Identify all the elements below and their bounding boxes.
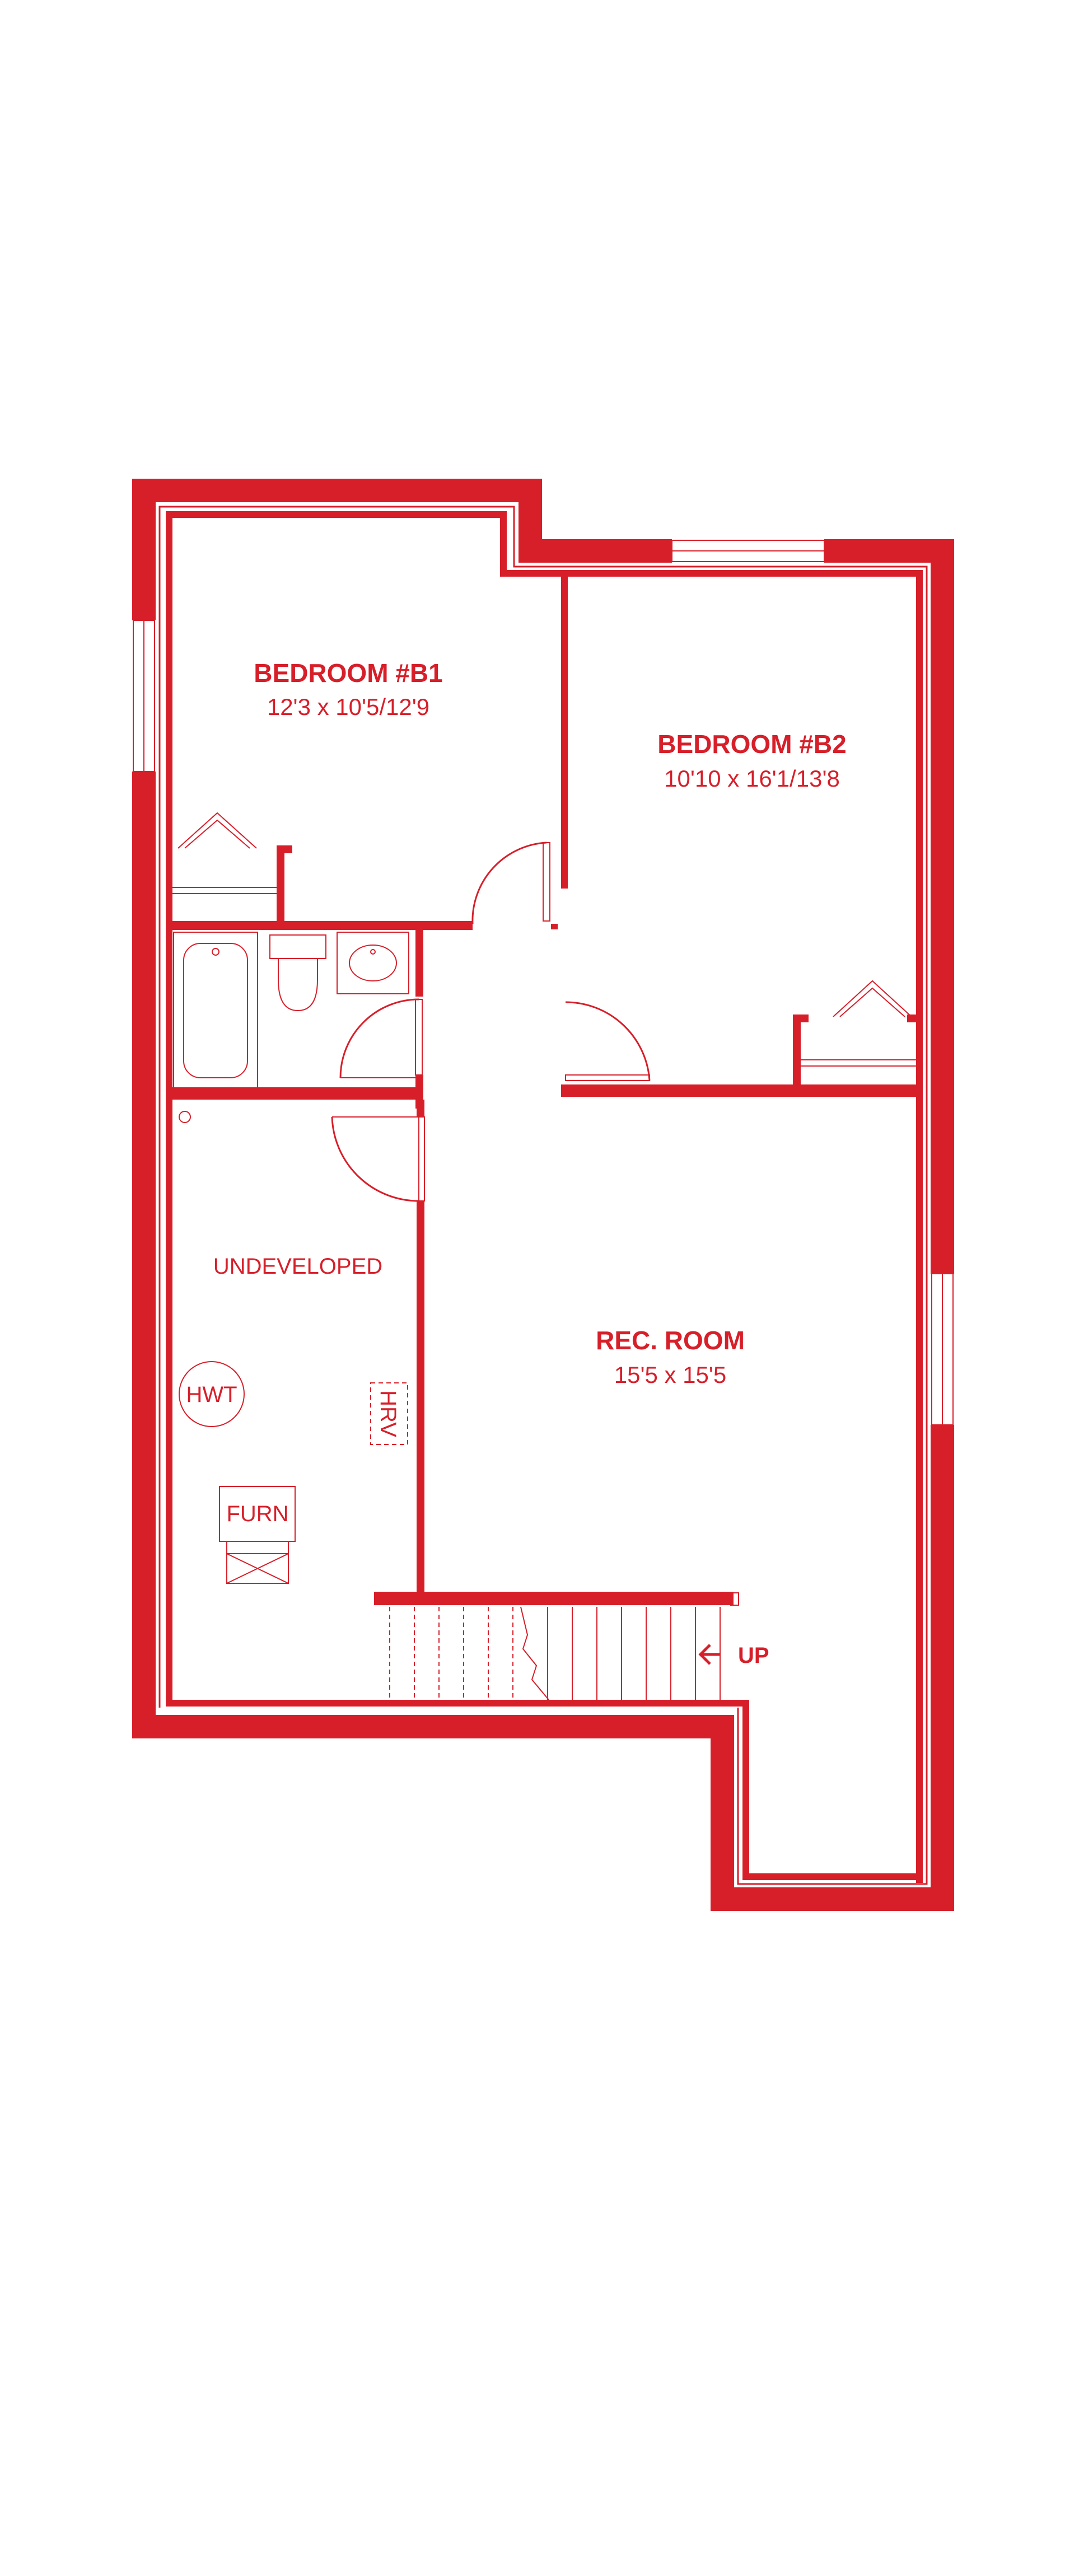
rec-room-name: REC. ROOM (596, 1326, 745, 1355)
toilet (269, 934, 326, 1012)
furnace: FURN (219, 1486, 296, 1584)
bedroom-b2-dims: 10'10 x 16'1/13'8 (664, 765, 840, 792)
interior-wall-lining (158, 506, 928, 1885)
window-left (130, 620, 158, 772)
door-bedroom-b2 (565, 1001, 651, 1081)
bedroom-b2-name: BEDROOM #B2 (657, 730, 846, 759)
rec-room-dims: 15'5 x 15'5 (614, 1362, 727, 1388)
closet-b2 (801, 980, 916, 1067)
staircase (389, 1592, 739, 1700)
door-undeveloped (331, 1116, 425, 1202)
hrv-label: HRV (376, 1390, 400, 1437)
bedroom-b1-name: BEDROOM #B1 (254, 658, 442, 688)
hot-water-tank: HWT (179, 1361, 245, 1427)
hwt-label: HWT (186, 1382, 237, 1407)
exterior-walls (132, 479, 954, 1911)
floor-drain (179, 1111, 191, 1123)
window-top (671, 537, 825, 565)
sink (337, 932, 409, 994)
arrow-left-icon (698, 1644, 720, 1665)
door-bedroom-b1 (471, 840, 560, 924)
bedroom-b1-dims: 12'3 x 10'5/12'9 (267, 694, 429, 720)
hrv-unit: HRV (370, 1382, 408, 1445)
bathtub (173, 932, 258, 1090)
undeveloped-label: UNDEVELOPED (213, 1254, 382, 1279)
interior-walls (166, 511, 923, 1883)
closet-b1 (172, 812, 277, 894)
stairs-up-label: UP (738, 1643, 769, 1668)
furn-label: FURN (226, 1502, 288, 1526)
window-right (928, 1273, 956, 1425)
door-bathroom (339, 998, 423, 1078)
